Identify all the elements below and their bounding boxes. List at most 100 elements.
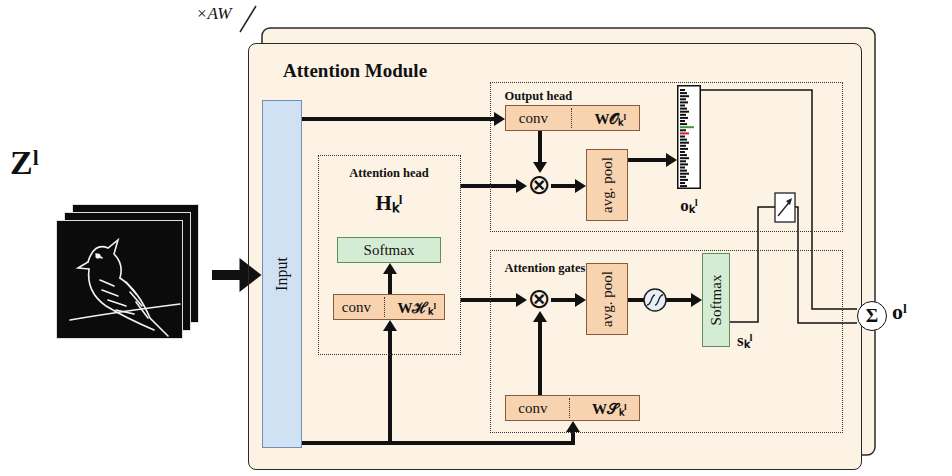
arrow-head [494,112,505,126]
arrow-head [383,320,397,331]
bird-stroke [126,282,148,318]
vector-label: oₖˡ [667,193,711,216]
gate-score: sₖˡ [737,328,753,351]
panel-fill [248,43,862,470]
avg-pool-box: avg. pool [586,263,628,335]
vector-entry [680,117,688,119]
bird-eye [96,254,100,258]
vector-entry [680,114,686,116]
arrow-head [566,421,580,432]
connector-line [730,207,857,323]
sigmoid-curve [647,295,663,305]
vector-entry [680,145,686,147]
arrow-head [516,293,527,307]
block-label: avg. pool [599,271,616,327]
vector-entry [680,182,685,184]
block-label: Softmax [708,275,725,326]
weight-symbol: W𝒪ₖˡ [591,108,629,128]
op-name: conv [339,299,374,316]
connector [628,293,702,307]
connector [302,112,506,126]
vector-entry [680,154,687,156]
arrow-head [533,311,547,322]
connector [212,258,262,292]
arrow-head [575,293,586,307]
divider [384,297,385,317]
connector-line [628,298,692,302]
arrow-head [240,258,262,292]
conv-box: conv W𝒪ₖˡ [505,105,640,131]
op-name: conv [515,400,550,417]
vector-entry [680,179,688,181]
conv-box: convW𝒮ₖˡ [505,395,640,421]
connector-line [302,330,391,443]
connector-line [212,270,241,280]
sigmoid-symbol [644,289,666,311]
switch-lever [778,200,791,216]
bird-sketch [70,240,180,336]
conv-box: conv Wℋₖˡ [333,294,445,320]
connector [730,207,857,323]
connector [302,320,398,443]
vector-entry [680,89,685,91]
bird-stroke [78,262,89,269]
vector-entry [680,105,685,107]
block-label: avg. pool [599,157,616,213]
connector-line [538,321,542,395]
vector-frame [678,86,701,189]
attention-head-group: Attention headHₖˡSoftmaxconvWℋₖˡ [318,155,461,355]
bird-stroke [96,254,102,258]
vector-entry [680,176,686,178]
input-tensor-name: Zˡ [10,144,39,182]
vector-entry [680,98,686,100]
arrow-head [666,153,677,167]
feature-map [57,221,183,339]
repeat-count: ×AW [196,4,231,24]
vector-entry [680,173,689,175]
vector-entry [680,123,687,125]
vector-entry [680,126,694,128]
feature-map-stack: Zˡ [8,140,212,340]
vector-entry [680,151,685,153]
bird-stroke [88,240,121,278]
vector-bars [677,85,701,189]
block-label: Softmax [364,242,415,259]
connector [383,263,397,294]
module-title: Attention Module [283,60,427,82]
switch-head [786,198,792,205]
connector-line [551,298,576,302]
vector-entry [680,170,687,172]
vector-entry [680,185,687,187]
multiply-op: ⊗ [527,287,551,311]
connector-line [551,184,576,188]
arrow-head [383,263,397,274]
repeat-slash [240,6,256,32]
connector [551,293,586,307]
input-block: Input [262,100,302,448]
vector-entry [680,142,689,144]
op-name: conv [516,110,551,127]
gate-switch [775,193,795,222]
multiply-op: ⊗ [527,173,551,197]
vector-entry [680,167,685,169]
group-title: Attention gates [505,261,586,276]
vector-entry [680,139,687,141]
connector [461,293,528,307]
vector-entry [680,157,689,159]
vector-entry [680,136,685,138]
arrow-head [516,179,527,193]
vector-entry [680,101,688,103]
avg-pool-box: avg. pool [586,149,628,221]
weight-symbol: Wℋₖˡ [394,297,439,317]
attention-module-panel: Attention ModuleInput Output head conv W𝒪ₖˡ… [248,43,862,470]
group-title: Output head [505,89,573,104]
connector-line [388,273,392,294]
multiply-symbol: ⊗ [527,173,550,197]
connector [533,131,547,173]
softmax-box: Softmax [337,237,441,263]
connector-line [538,131,542,163]
softmax-box: Softmax [702,253,730,347]
arrow-head [691,293,702,307]
connector [551,179,586,193]
